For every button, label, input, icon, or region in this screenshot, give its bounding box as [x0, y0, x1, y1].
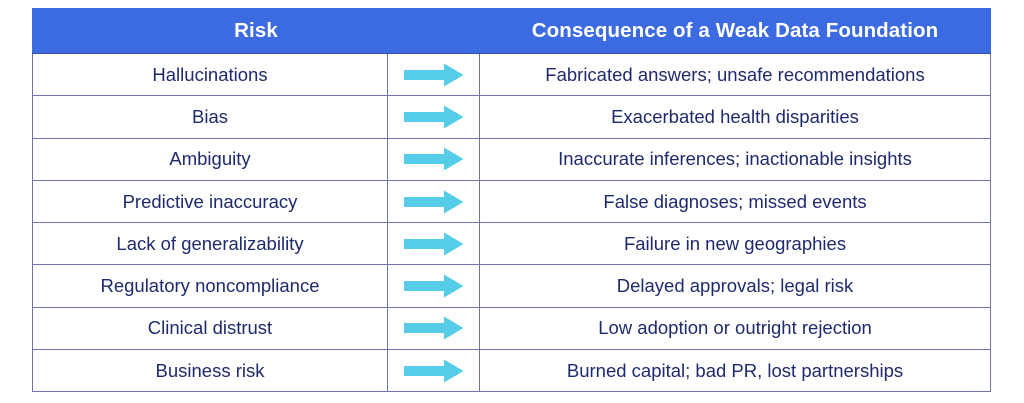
- consequence-label: Inaccurate inferences; inactionable insi…: [479, 137, 992, 181]
- arrow-right-icon: [388, 139, 479, 180]
- consequence-label: Delayed approvals; legal risk: [479, 264, 992, 308]
- consequence-label: False diagnoses; missed events: [479, 179, 992, 224]
- arrow-cell: [386, 137, 481, 181]
- consequence-label: Failure in new geographies: [479, 222, 992, 266]
- risk-consequence-table-container: Risk Consequence of a Weak Data Foundati…: [31, 8, 992, 393]
- table-row: Hallucinations Fabricated answers; unsafe…: [32, 52, 992, 97]
- arrow-cell: [386, 264, 481, 308]
- arrow-right-icon: [388, 54, 479, 95]
- arrow-right-icon: [388, 223, 479, 264]
- risk-label: Regulatory noncompliance: [32, 264, 388, 308]
- arrow-cell: [386, 52, 481, 97]
- table-row: Business risk Burned capital; bad PR, los…: [32, 349, 992, 393]
- risk-label: Hallucinations: [32, 52, 388, 97]
- table-row: Lack of generalizability Failure in new g…: [32, 222, 992, 266]
- arrow-right-icon: [388, 181, 479, 222]
- table-row: Clinical distrust Low adoption or outrigh…: [32, 306, 992, 351]
- risk-label: Predictive inaccuracy: [32, 179, 388, 224]
- arrow-cell: [386, 349, 481, 393]
- column-header-risk: Risk: [31, 8, 481, 54]
- consequence-label: Burned capital; bad PR, lost partnership…: [479, 349, 992, 393]
- table-header-row: Risk Consequence of a Weak Data Foundati…: [31, 8, 992, 54]
- risk-label: Ambiguity: [32, 137, 388, 181]
- arrow-cell: [386, 306, 481, 351]
- risk-label: Clinical distrust: [32, 306, 388, 351]
- column-header-consequence: Consequence of a Weak Data Foundation: [479, 8, 992, 54]
- arrow-cell: [386, 222, 481, 266]
- table-row: Bias Exacerbated health disparities: [32, 95, 992, 139]
- table-row: Predictive inaccuracy False diagnoses; mi…: [32, 179, 992, 224]
- consequence-label: Fabricated answers; unsafe recommendatio…: [479, 52, 992, 97]
- arrow-right-icon: [388, 350, 479, 391]
- risk-label: Business risk: [32, 349, 388, 393]
- consequence-label: Low adoption or outright rejection: [479, 306, 992, 351]
- table-body: Hallucinations Fabricated answers; unsafe…: [32, 52, 992, 393]
- risk-label: Lack of generalizability: [32, 222, 388, 266]
- arrow-right-icon: [388, 96, 479, 137]
- table-header: Risk Consequence of a Weak Data Foundati…: [31, 8, 992, 54]
- table-row: Regulatory noncompliance Delayed approval…: [32, 264, 992, 308]
- risk-label: Bias: [32, 95, 388, 139]
- risk-consequence-table: Risk Consequence of a Weak Data Foundati…: [31, 8, 992, 393]
- consequence-label: Exacerbated health disparities: [479, 95, 992, 139]
- arrow-cell: [386, 95, 481, 139]
- arrow-cell: [386, 179, 481, 224]
- arrow-right-icon: [388, 308, 479, 349]
- arrow-right-icon: [388, 265, 479, 306]
- table-row: Ambiguity Inaccurate inferences; inaction…: [32, 137, 992, 181]
